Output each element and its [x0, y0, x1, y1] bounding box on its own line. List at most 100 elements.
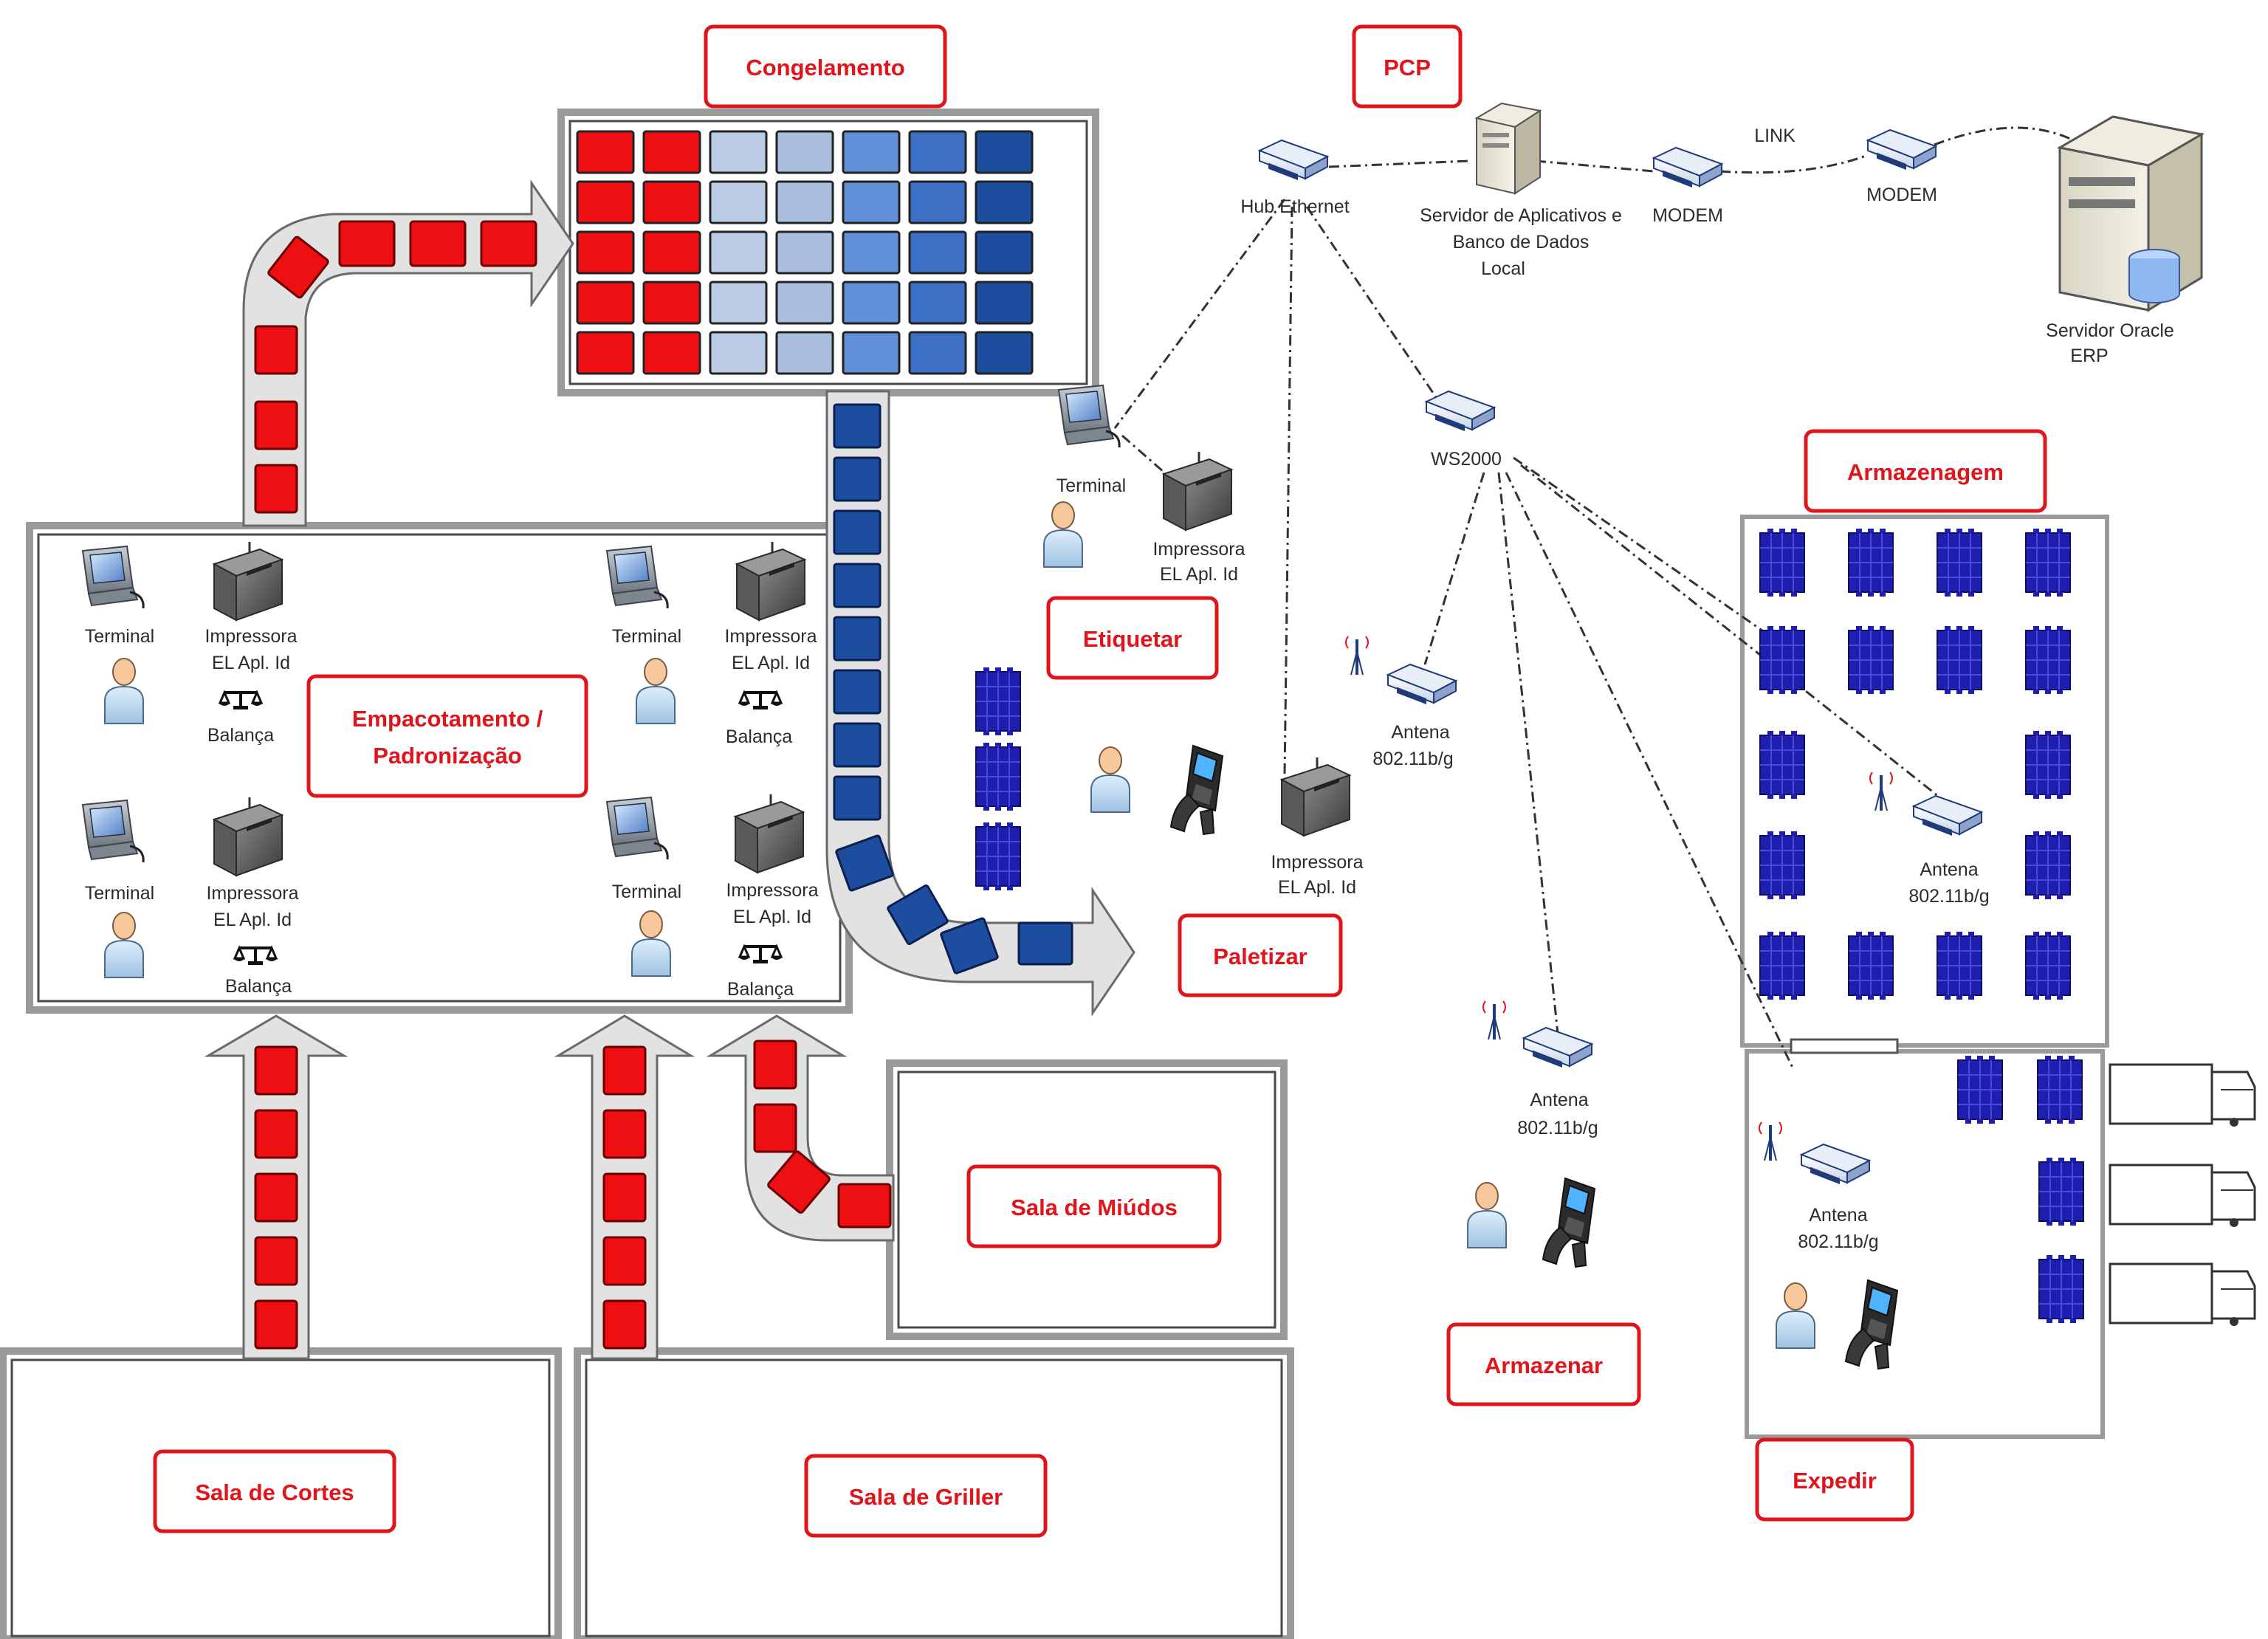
arrow-to-congelamento — [242, 179, 574, 527]
pallet-icon — [975, 822, 1021, 891]
link-hub-printer — [1283, 206, 1293, 776]
svg-text:Armazenagem: Armazenagem — [1847, 459, 2004, 485]
truck-icon — [2109, 1262, 2256, 1327]
hub-label: Hub Ethernet — [1240, 196, 1349, 217]
modem-icon — [1867, 129, 1937, 171]
link-ws-antena-1 — [1423, 472, 1485, 665]
terminal-icon — [1057, 384, 1121, 449]
access-point-icon — [1523, 1027, 1592, 1068]
area-labels: Congelamento PCP Empacotamento / Padroni… — [153, 24, 2047, 1538]
pallet-icon — [1759, 831, 1805, 900]
label-armazenagem: Armazenagem — [1804, 429, 2047, 513]
scale-label: Balança — [225, 976, 292, 997]
product-cubes — [254, 220, 892, 1350]
label-paletizar: Paletizar — [1178, 913, 1343, 997]
server-icon — [1474, 102, 1542, 195]
svg-text:Sala de Miúdos: Sala de Miúdos — [1011, 1195, 1178, 1220]
terminal-label: Terminal — [85, 626, 154, 647]
person-icon — [1043, 501, 1083, 568]
link-modem-modem — [1719, 154, 1869, 174]
link-hub-server — [1328, 159, 1470, 168]
antena-4-label-1: Antena — [1920, 859, 1978, 880]
printer-label-2: EL Apl. Id — [212, 653, 290, 673]
antena-3-label-2: 802.11b/g — [1798, 1231, 1878, 1252]
antena-1: Antena 802.11b/g — [1344, 635, 1457, 769]
pallet-icon — [1937, 625, 1982, 695]
printer-label-1: Impressora — [1152, 539, 1245, 560]
frozen-boxes — [833, 403, 1073, 975]
network-links — [1113, 126, 2083, 1071]
pallet-icon — [1957, 1055, 2003, 1124]
label-pcp: PCP — [1352, 24, 1463, 109]
printer-icon — [1162, 450, 1233, 532]
local-server: Servidor de Aplicativos e Banco de Dados… — [1420, 102, 1622, 279]
pallet-icon — [2025, 625, 2071, 695]
terminal-label: Terminal — [612, 882, 681, 902]
modem-2: MODEM — [1866, 129, 1937, 205]
link-hub-terminal — [1113, 199, 1286, 429]
terminal-label: Terminal — [85, 883, 154, 904]
antena-4-label-2: 802.11b/g — [1908, 886, 1989, 907]
oracle-label-1: Servidor Oracle — [2046, 320, 2174, 341]
ws2000-label: WS2000 — [1431, 449, 1502, 470]
modem-1-label: MODEM — [1652, 205, 1723, 226]
printer-label-2: EL Apl. Id — [1278, 877, 1356, 898]
server-label-2: Banco de Dados — [1453, 232, 1590, 252]
empacotamento-stations: Terminal Impressora EL Apl. Id Balança T… — [81, 540, 819, 1000]
pallet-icon — [1937, 528, 1982, 597]
pallet-icon — [2025, 730, 2071, 800]
printer-label-2: EL Apl. Id — [733, 907, 811, 927]
antenna-icon — [1344, 635, 1370, 676]
link-ws-antena-3 — [1505, 472, 1796, 1071]
link-hub-ws — [1305, 206, 1449, 414]
svg-text:Sala de Cortes: Sala de Cortes — [195, 1480, 354, 1505]
person-icon — [1467, 1182, 1507, 1248]
oracle-server: Servidor Oracle ERP — [2046, 115, 2205, 366]
label-sala-cortes: Sala de Cortes — [153, 1449, 396, 1533]
antena-2-label-2: 802.11b/g — [1517, 1118, 1598, 1138]
pallet-icon — [1759, 730, 1805, 800]
svg-text:Padronização: Padronização — [373, 743, 522, 769]
server-label-1: Servidor de Aplicativos e — [1420, 205, 1622, 226]
label-etiquetar: Etiquetar — [1046, 596, 1219, 680]
terminal-label: Terminal — [1056, 475, 1126, 496]
scale-label: Balança — [207, 725, 274, 746]
antena-1-label-1: Antena — [1391, 722, 1449, 743]
antena-3-label-1: Antena — [1809, 1205, 1867, 1226]
svg-text:PCP: PCP — [1384, 55, 1431, 80]
oracle-label-2: ERP — [2070, 346, 2108, 366]
link-ws-armazenagem — [1513, 456, 1780, 644]
modem-2-label: MODEM — [1866, 185, 1937, 205]
paletizar-station: Impressora EL Apl. Id — [975, 667, 1364, 898]
svg-text:Sala de Griller: Sala de Griller — [849, 1484, 1003, 1510]
pallet-icon — [2037, 1055, 2083, 1124]
person-icon — [1090, 746, 1130, 813]
pallet-icon — [975, 667, 1021, 736]
label-sala-miudos: Sala de Miúdos — [966, 1164, 1222, 1248]
label-armazenar: Armazenar — [1446, 1322, 1641, 1406]
label-congelamento: Congelamento — [704, 24, 947, 109]
pallet-icon — [1848, 625, 1894, 695]
pallet-icon — [1759, 625, 1805, 695]
svg-text:Empacotamento /: Empacotamento / — [352, 706, 543, 732]
svg-text:Armazenar: Armazenar — [1485, 1353, 1603, 1378]
svg-text:Expedir: Expedir — [1793, 1468, 1877, 1494]
pallet-icon — [1848, 931, 1894, 1000]
link-ws-antena-4 — [1520, 464, 1950, 806]
scale-label: Balança — [727, 979, 794, 1000]
antena-1-label-2: 802.11b/g — [1372, 749, 1453, 769]
modem-icon — [1653, 147, 1722, 188]
scale-label: Balança — [726, 726, 792, 747]
handheld-scanner-icon — [1542, 1178, 1595, 1268]
printer-label-2: EL Apl. Id — [213, 910, 292, 930]
printer-label-2: EL Apl. Id — [1160, 564, 1238, 585]
antena-2: Antena 802.11b/g — [1482, 1000, 1598, 1138]
pallet-icon — [2025, 831, 2071, 900]
label-empacotamento: Empacotamento / Padronização — [306, 674, 588, 798]
printer-label-2: EL Apl. Id — [732, 653, 810, 673]
access-point-icon — [1387, 664, 1457, 705]
link-label: LINK — [1754, 126, 1796, 146]
hub-device: Hub Ethernet — [1240, 140, 1350, 217]
pallet-icon — [1848, 528, 1894, 597]
label-sala-griller: Sala de Griller — [804, 1454, 1048, 1538]
